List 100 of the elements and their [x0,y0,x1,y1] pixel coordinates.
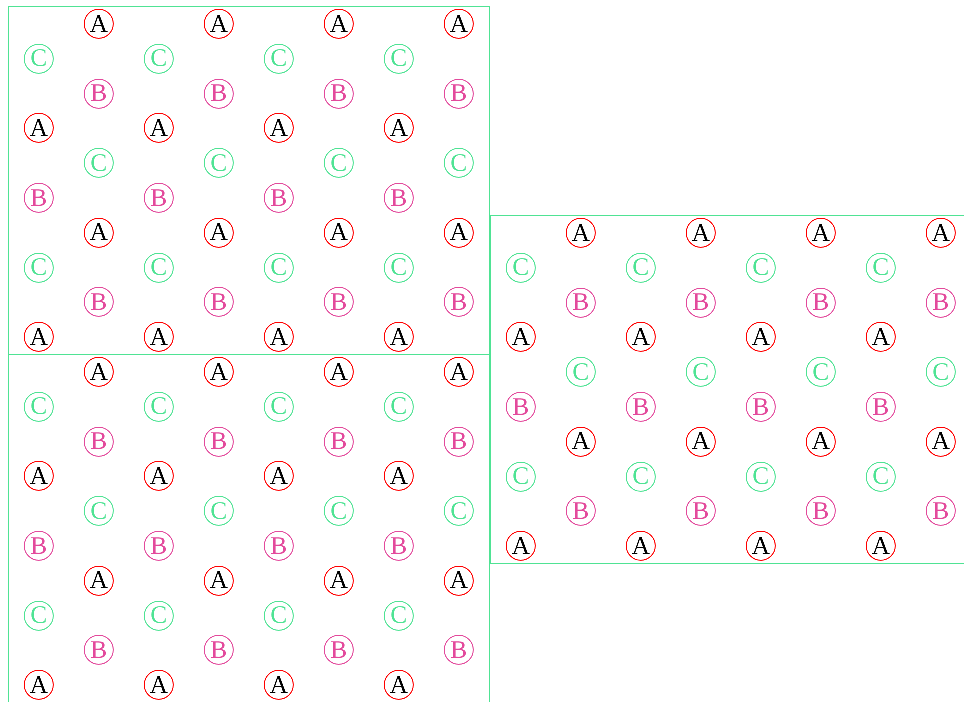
atom-circle: A [84,357,114,387]
atom-circle: B [324,635,354,666]
atom-circle: A [566,426,596,457]
atom-circle: B [264,531,294,561]
atom-circle: B [746,392,776,422]
atom-circle: B [144,531,174,561]
atom-circle: A [626,531,656,562]
atom-circle: C [264,44,294,74]
atom-circle: A [506,322,536,352]
atom-circle: C [746,462,776,492]
atom-circle: C [144,44,174,74]
atom-circle: B [444,78,474,109]
atom-circle: A [324,357,354,387]
atom-circle: B [566,496,596,526]
atom-circle: A [264,322,294,352]
atom-circle: A [926,426,956,457]
atom-circle: A [806,426,836,457]
atom-circle: A [144,322,174,352]
atom-circle: A [264,461,294,492]
atom-circle: C [866,252,896,283]
atom-circle: C [626,252,656,283]
atom-circle: B [204,635,234,666]
atom-circle: A [144,670,174,700]
atom-circle: A [444,357,474,387]
atom-circle: C [506,462,536,492]
atom-circle: C [506,252,536,283]
atom-circle: A [866,322,896,352]
atom-circle: A [24,113,54,144]
atom-circle: C [746,252,776,283]
atom-circle: C [444,148,474,178]
atom-circle: B [444,426,474,457]
atom-circle: C [926,357,956,388]
atom-circle: A [84,566,114,596]
atom-circle: C [384,252,414,283]
atom-circle: C [204,496,234,526]
lattice-panel [490,215,964,564]
atom-circle: B [566,288,596,318]
atom-circle: B [926,288,956,318]
atom-circle: A [686,426,716,457]
atom-circle: C [144,600,174,631]
atom-circle: A [626,322,656,352]
atom-circle: A [444,9,474,39]
atom-circle: A [444,566,474,596]
atom-circle: B [806,288,836,318]
atom-circle: A [204,357,234,387]
atom-circle: A [384,461,414,492]
atom-circle: B [806,496,836,526]
atom-circle: B [324,78,354,109]
atom-circle: C [264,600,294,631]
atom-circle: C [24,252,54,283]
atom-circle: B [84,635,114,666]
atom-circle: A [324,218,354,248]
atom-circle: A [866,531,896,562]
lattice-panel [8,354,490,702]
atom-circle: A [384,322,414,352]
atom-circle: A [264,670,294,700]
atom-circle: A [806,218,836,248]
atom-circle: C [84,148,114,178]
atom-circle: B [204,287,234,318]
atom-circle: A [144,461,174,492]
atom-circle: C [566,357,596,388]
atom-circle: A [384,113,414,144]
atom-circle: B [144,183,174,213]
atom-circle: C [686,357,716,388]
atom-circle: B [324,287,354,318]
atom-circle: B [384,531,414,561]
atom-circle: B [264,183,294,213]
atom-circle: C [384,392,414,422]
atom-circle: C [144,392,174,422]
atom-circle: C [626,462,656,492]
atom-circle: A [24,322,54,352]
atom-circle: B [626,392,656,422]
atom-circle: B [384,183,414,213]
atom-circle: A [686,218,716,248]
atom-circle: B [686,288,716,318]
atom-circle: C [144,252,174,283]
lattice-panel [8,6,490,355]
atom-circle: B [84,78,114,109]
atom-circle: B [506,392,536,422]
atom-circle: B [84,287,114,318]
atom-circle: A [926,218,956,248]
atom-circle: A [264,113,294,144]
atom-circle: C [444,496,474,526]
atom-circle: B [204,426,234,457]
atom-circle: A [144,113,174,144]
atom-circle: B [324,426,354,457]
atom-circle: A [746,322,776,352]
atom-circle: A [204,566,234,596]
atom-circle: C [384,44,414,74]
atom-circle: C [24,44,54,74]
atom-circle: B [24,183,54,213]
atom-circle: B [24,531,54,561]
atom-circle: A [204,218,234,248]
atom-circle: B [686,496,716,526]
atom-circle: A [506,531,536,562]
atom-circle: B [926,496,956,526]
atom-circle: C [324,496,354,526]
atom-circle: A [24,461,54,492]
atom-circle: B [866,392,896,422]
atom-circle: A [566,218,596,248]
